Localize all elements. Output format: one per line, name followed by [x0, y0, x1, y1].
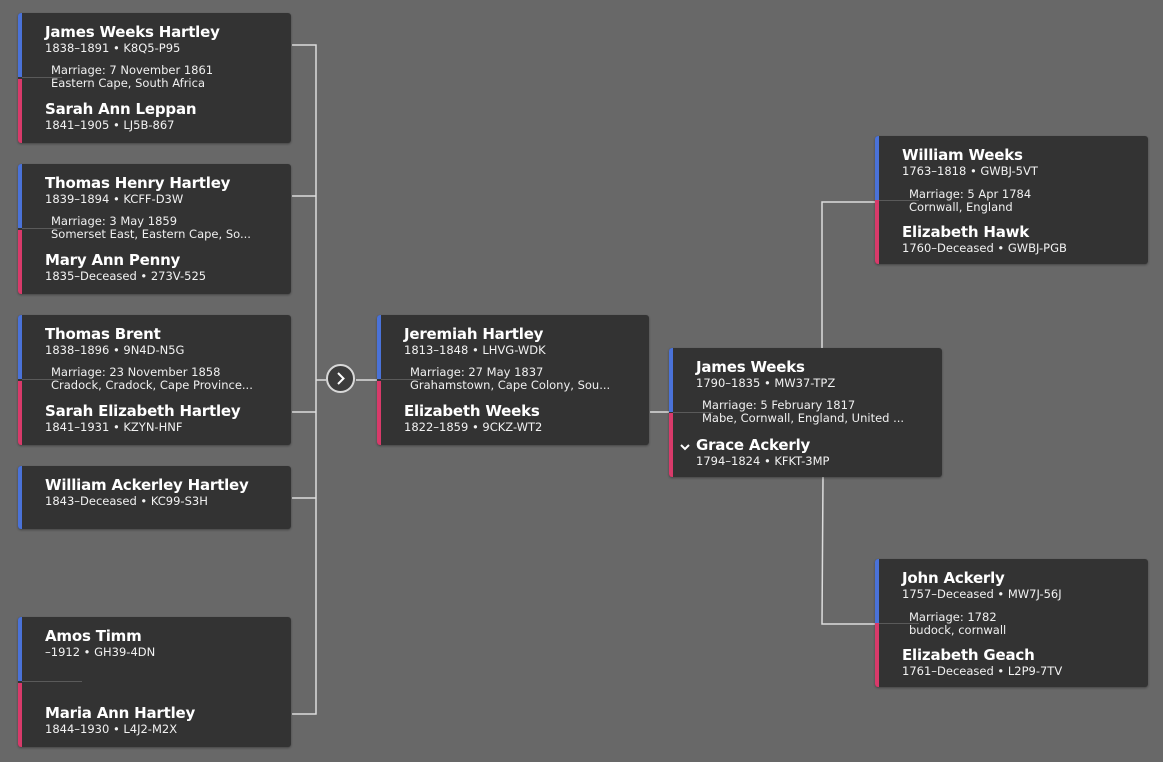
- marriage-date: Marriage: 7 November 1861: [51, 64, 214, 77]
- marriage-date: Marriage: 5 Apr 1784: [909, 188, 1032, 201]
- person-name: William Ackerley Hartley: [45, 476, 249, 494]
- expand-children-button[interactable]: [326, 364, 355, 393]
- person-name: Sarah Ann Leppan: [45, 100, 197, 118]
- person-name: Sarah Elizabeth Hartley: [45, 402, 241, 420]
- person-name: James Weeks: [696, 358, 805, 376]
- couple-card-james-sarah[interactable]: James Weeks Hartley 1838–1891 • K8Q5-P95…: [18, 13, 291, 143]
- chevron-down-icon: [680, 444, 690, 451]
- person-name: Elizabeth Geach: [902, 646, 1035, 664]
- person-name: James Weeks Hartley: [45, 23, 220, 41]
- marriage-place: budock, cornwall: [909, 624, 1007, 637]
- marriage-info: Marriage: 27 May 1837 Grahamstown, Cape …: [410, 366, 641, 392]
- person-female[interactable]: Maria Ann Hartley 1844–1930 • L4J2-M2X: [45, 704, 285, 737]
- marriage-info: Marriage: 3 May 1859 Somerset East, East…: [51, 215, 283, 241]
- person-female[interactable]: Sarah Ann Leppan 1841–1905 • LJ5B-867: [45, 100, 285, 133]
- person-name: Elizabeth Hawk: [902, 223, 1030, 241]
- person-male[interactable]: Thomas Brent 1838–1896 • 9N4D-N5G: [45, 325, 285, 358]
- marriage-place: Grahamstown, Cape Colony, Sou...: [410, 379, 611, 392]
- marriage-date: Marriage: 3 May 1859: [51, 215, 178, 228]
- marriage-info: Marriage: 5 February 1817 Mabe, Cornwall…: [702, 399, 934, 425]
- person-lifespan-id: 1794–1824 • KFKT-3MP: [696, 454, 830, 468]
- couple-card-james-grace[interactable]: James Weeks 1790–1835 • MW37-TPZ Marriag…: [669, 348, 942, 477]
- person-card-william-ackerley[interactable]: William Ackerley Hartley 1843–Deceased •…: [18, 466, 291, 529]
- collapse-toggle[interactable]: [680, 437, 690, 451]
- person-female[interactable]: Grace Ackerly 1794–1824 • KFKT-3MP: [696, 436, 936, 469]
- person-lifespan-id: 1790–1835 • MW37-TPZ: [696, 376, 836, 390]
- person-male[interactable]: Amos Timm –1912 • GH39-4DN: [45, 627, 285, 660]
- person-name: Grace Ackerly: [696, 436, 811, 454]
- person-lifespan-id: –1912 • GH39-4DN: [45, 645, 156, 659]
- person-lifespan-id: 1844–1930 • L4J2-M2X: [45, 722, 178, 736]
- marriage-info: Marriage: 7 November 1861 Eastern Cape, …: [51, 64, 283, 90]
- person-male[interactable]: Jeremiah Hartley 1813–1848 • LHVG-WDK: [404, 325, 643, 358]
- person-male[interactable]: James Weeks Hartley 1838–1891 • K8Q5-P95: [45, 23, 285, 56]
- marriage-info: Marriage: 5 Apr 1784 Cornwall, England: [909, 188, 1140, 214]
- person-female[interactable]: Mary Ann Penny 1835–Deceased • 273V-525: [45, 251, 285, 284]
- person-lifespan-id: 1760–Deceased • GWBJ-PGB: [902, 241, 1067, 255]
- person-lifespan-id: 1838–1891 • K8Q5-P95: [45, 41, 181, 55]
- couple-card-amos-maria[interactable]: Amos Timm –1912 • GH39-4DN Maria Ann Har…: [18, 617, 291, 747]
- person-name: Thomas Brent: [45, 325, 161, 343]
- marriage-info: Marriage: 23 November 1858 Cradock, Crad…: [51, 366, 283, 392]
- person-lifespan-id: 1761–Deceased • L2P9-7TV: [902, 664, 1063, 678]
- couple-card-thomas-sarah[interactable]: Thomas Brent 1838–1896 • 9N4D-N5G Marria…: [18, 315, 291, 445]
- marriage-place: Cornwall, England: [909, 201, 1013, 214]
- couple-card-thomas-mary[interactable]: Thomas Henry Hartley 1839–1894 • KCFF-D3…: [18, 164, 291, 294]
- person-name: William Weeks: [902, 146, 1023, 164]
- marriage-place: Cradock, Cradock, Cape Province...: [51, 379, 253, 392]
- person-name: Mary Ann Penny: [45, 251, 181, 269]
- person-female[interactable]: Elizabeth Hawk 1760–Deceased • GWBJ-PGB: [902, 223, 1142, 256]
- person-name: Amos Timm: [45, 627, 142, 645]
- marriage-info: Marriage: 1782 budock, cornwall: [909, 611, 1140, 637]
- person-male[interactable]: James Weeks 1790–1835 • MW37-TPZ: [696, 358, 936, 391]
- person-lifespan-id: 1841–1905 • LJ5B-867: [45, 118, 175, 132]
- marriage-place: Eastern Cape, South Africa: [51, 77, 205, 90]
- person-male[interactable]: William Ackerley Hartley 1843–Deceased •…: [45, 476, 285, 509]
- person-name: Maria Ann Hartley: [45, 704, 196, 722]
- marriage-date: Marriage: 5 February 1817: [702, 399, 856, 412]
- person-lifespan-id: 1841–1931 • KZYN-HNF: [45, 420, 183, 434]
- couple-card-jeremiah-elizabeth[interactable]: Jeremiah Hartley 1813–1848 • LHVG-WDK Ma…: [377, 315, 649, 445]
- marriage-place: Somerset East, Eastern Cape, So...: [51, 228, 251, 241]
- person-female[interactable]: Elizabeth Geach 1761–Deceased • L2P9-7TV: [902, 646, 1142, 679]
- person-name: Thomas Henry Hartley: [45, 174, 231, 192]
- person-lifespan-id: 1763–1818 • GWBJ-5VT: [902, 164, 1038, 178]
- marriage-date: Marriage: 27 May 1837: [410, 366, 544, 379]
- person-female[interactable]: Elizabeth Weeks 1822–1859 • 9CKZ-WT2: [404, 402, 643, 435]
- person-male[interactable]: Thomas Henry Hartley 1839–1894 • KCFF-D3…: [45, 174, 285, 207]
- person-lifespan-id: 1838–1896 • 9N4D-N5G: [45, 343, 185, 357]
- couple-card-william-elizabeth[interactable]: William Weeks 1763–1818 • GWBJ-5VT Marri…: [875, 136, 1148, 264]
- couple-card-john-elizabeth[interactable]: John Ackerly 1757–Deceased • MW7J-56J Ma…: [875, 559, 1148, 687]
- chevron-right-icon: [337, 372, 345, 385]
- person-lifespan-id: 1839–1894 • KCFF-D3W: [45, 192, 184, 206]
- person-name: Jeremiah Hartley: [404, 325, 544, 343]
- person-lifespan-id: 1757–Deceased • MW7J-56J: [902, 587, 1062, 601]
- person-male[interactable]: William Weeks 1763–1818 • GWBJ-5VT: [902, 146, 1142, 179]
- marriage-date: Marriage: 1782: [909, 611, 997, 624]
- person-lifespan-id: 1813–1848 • LHVG-WDK: [404, 343, 546, 357]
- person-male[interactable]: John Ackerly 1757–Deceased • MW7J-56J: [902, 569, 1142, 602]
- person-lifespan-id: 1843–Deceased • KC99-S3H: [45, 494, 208, 508]
- person-lifespan-id: 1822–1859 • 9CKZ-WT2: [404, 420, 543, 434]
- person-lifespan-id: 1835–Deceased • 273V-525: [45, 269, 207, 283]
- person-name: Elizabeth Weeks: [404, 402, 540, 420]
- person-name: John Ackerly: [902, 569, 1005, 587]
- person-female[interactable]: Sarah Elizabeth Hartley 1841–1931 • KZYN…: [45, 402, 285, 435]
- marriage-place: Mabe, Cornwall, England, United ...: [702, 412, 905, 425]
- marriage-date: Marriage: 23 November 1858: [51, 366, 221, 379]
